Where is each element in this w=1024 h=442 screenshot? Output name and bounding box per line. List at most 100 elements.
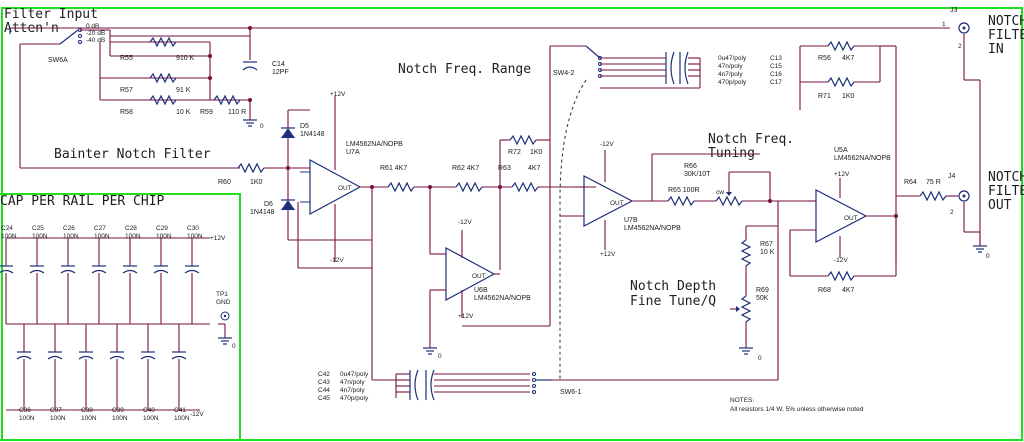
- svg-text:LM4562NA/NOPB: LM4562NA/NOPB: [624, 225, 681, 232]
- decoupling-value: 100N: [50, 415, 66, 422]
- svg-text:R68: R68: [818, 287, 831, 294]
- svg-text:50K: 50K: [756, 295, 769, 302]
- notch-depth-label-1: Notch Depth: [630, 279, 716, 294]
- svg-text:R72: R72: [508, 149, 521, 156]
- svg-text:1K0: 1K0: [250, 179, 263, 186]
- svg-text:J3: J3: [950, 7, 958, 14]
- svg-text:R62 4K7: R62 4K7: [452, 165, 479, 172]
- ground-c14: 0: [243, 118, 264, 130]
- svg-text:+12V: +12V: [600, 251, 616, 258]
- decoupling-value: 100N: [81, 415, 97, 422]
- sw6a-ref: SW6A: [48, 57, 68, 64]
- resistor-r63: R63 4K7: [498, 165, 596, 193]
- diode-d6: D6 1N4148: [250, 166, 372, 241]
- resistor-r58: R58 10 K: [120, 94, 191, 116]
- svg-text:-12V: -12V: [834, 257, 848, 264]
- svg-text:+12V: +12V: [834, 171, 850, 178]
- notch-out-label-3: OUT: [988, 198, 1012, 213]
- jack-j4: J4 2 0: [948, 173, 990, 260]
- cap-bank-top: 0u47/poly 47n/poly 4n7/poly 470p/poly C1…: [600, 51, 782, 89]
- notch-out-label-1: NOTCH: [988, 170, 1024, 185]
- decoupling-value: 100N: [19, 415, 35, 422]
- resistor-r55: R55 910 K: [120, 36, 195, 62]
- svg-text:U5A: U5A: [834, 147, 848, 154]
- svg-text:TP1: TP1: [216, 291, 228, 298]
- svg-text:R56: R56: [818, 55, 831, 62]
- resistor-r61: R61 4K7: [380, 165, 456, 193]
- svg-text:0: 0: [232, 343, 236, 350]
- notch-depth-label-2: Fine Tune/Q: [630, 294, 716, 309]
- svg-text:2: 2: [958, 43, 962, 50]
- decoupling-caps: +12V -12V TP1 GND 0: [6, 235, 236, 418]
- svg-text:470p/poly: 470p/poly: [718, 79, 747, 86]
- opamp-u5a: OUT +12V -12V U5A LM4562NA/NOPB: [789, 147, 896, 276]
- decoupling-bottom-row: C36100NC37100NC38100NC39100NC40100NC4110…: [16, 324, 190, 422]
- svg-text:0: 0: [758, 355, 762, 362]
- svg-text:C17: C17: [770, 79, 782, 86]
- cap-rail-label: CAP PER RAIL PER CHIP: [0, 194, 165, 209]
- decoupling-ref: C37: [50, 407, 62, 414]
- svg-text:10 K: 10 K: [176, 109, 191, 116]
- svg-text:470p/poly: 470p/poly: [340, 395, 369, 402]
- diode-d5: D5 1N4148: [281, 109, 325, 168]
- svg-text:1K0: 1K0: [530, 149, 543, 156]
- input-attenuator: 0 dB -20 dB -40 dB SW6A: [9, 23, 950, 169]
- svg-text:C43: C43: [318, 379, 330, 386]
- svg-text:LM4562NA/NOPB: LM4562NA/NOPB: [474, 295, 531, 302]
- svg-text:C14: C14: [272, 61, 285, 68]
- svg-text:C42: C42: [318, 371, 330, 378]
- svg-text:C45: C45: [318, 395, 330, 402]
- decoupling-frame: [0, 193, 241, 441]
- svg-text:47n/poly: 47n/poly: [718, 63, 743, 70]
- svg-text:910 K: 910 K: [176, 55, 195, 62]
- svg-text:C15: C15: [770, 63, 782, 70]
- ground-r69: 0: [739, 347, 762, 362]
- svg-text:0u47/poly: 0u47/poly: [718, 55, 747, 62]
- resistor-r56: R56 4K7: [799, 40, 880, 110]
- notes-title: NOTES:: [730, 397, 754, 404]
- main-frame: [1, 7, 1023, 441]
- opamp-u6b: OUT -12V +12V U6B LM4562NA/NOPB: [429, 219, 550, 348]
- sw6a-pos-2: -40 dB: [86, 37, 105, 44]
- svg-text:OUT: OUT: [338, 185, 352, 192]
- decoupling-ref: C40: [143, 407, 155, 414]
- svg-text:D6: D6: [264, 201, 273, 208]
- svg-text:R67: R67: [760, 241, 773, 248]
- decoupling-ref: C28: [125, 225, 137, 232]
- svg-text:SW6-1: SW6-1: [560, 389, 582, 396]
- resistor-r64: R64 75 R: [896, 179, 958, 202]
- svg-text:cw: cw: [716, 189, 724, 196]
- svg-text:U7A: U7A: [346, 149, 360, 156]
- sw6a-pos-1: -20 dB: [86, 30, 105, 37]
- opamp-u7b: OUT -12V +12V U7B LM4562NA/NOPB: [560, 141, 760, 258]
- svg-text:R58: R58: [120, 109, 133, 116]
- svg-text:U6B: U6B: [474, 287, 488, 294]
- decoupling-ref: C41: [174, 407, 186, 414]
- sw6a-pos-0: 0 dB: [86, 23, 99, 30]
- svg-text:1N4148: 1N4148: [250, 209, 275, 216]
- svg-text:SW4-2: SW4-2: [553, 70, 575, 77]
- svg-text:R64: R64: [904, 179, 917, 186]
- resistor-r57: R57 91 K: [120, 72, 191, 94]
- decoupling-value: 100N: [1, 233, 17, 240]
- svg-text:75 R: 75 R: [926, 179, 941, 186]
- svg-text:91 K: 91 K: [176, 87, 191, 94]
- svg-text:0: 0: [438, 353, 442, 360]
- svg-text:2: 2: [950, 209, 954, 216]
- decoupling-ref: C36: [19, 407, 31, 414]
- svg-text:C13: C13: [770, 55, 782, 62]
- svg-text:0: 0: [986, 253, 990, 260]
- svg-text:R63: R63: [498, 165, 511, 172]
- decoupling-ref: C24: [1, 225, 13, 232]
- decoupling-value: 100N: [32, 233, 48, 240]
- decoupling-value: 100N: [94, 233, 110, 240]
- svg-text:J4: J4: [948, 173, 956, 180]
- pot-r69: R69 50K: [730, 287, 769, 348]
- pot-r66: R66 30K/10T cw: [684, 163, 808, 207]
- svg-text:R55: R55: [120, 55, 133, 62]
